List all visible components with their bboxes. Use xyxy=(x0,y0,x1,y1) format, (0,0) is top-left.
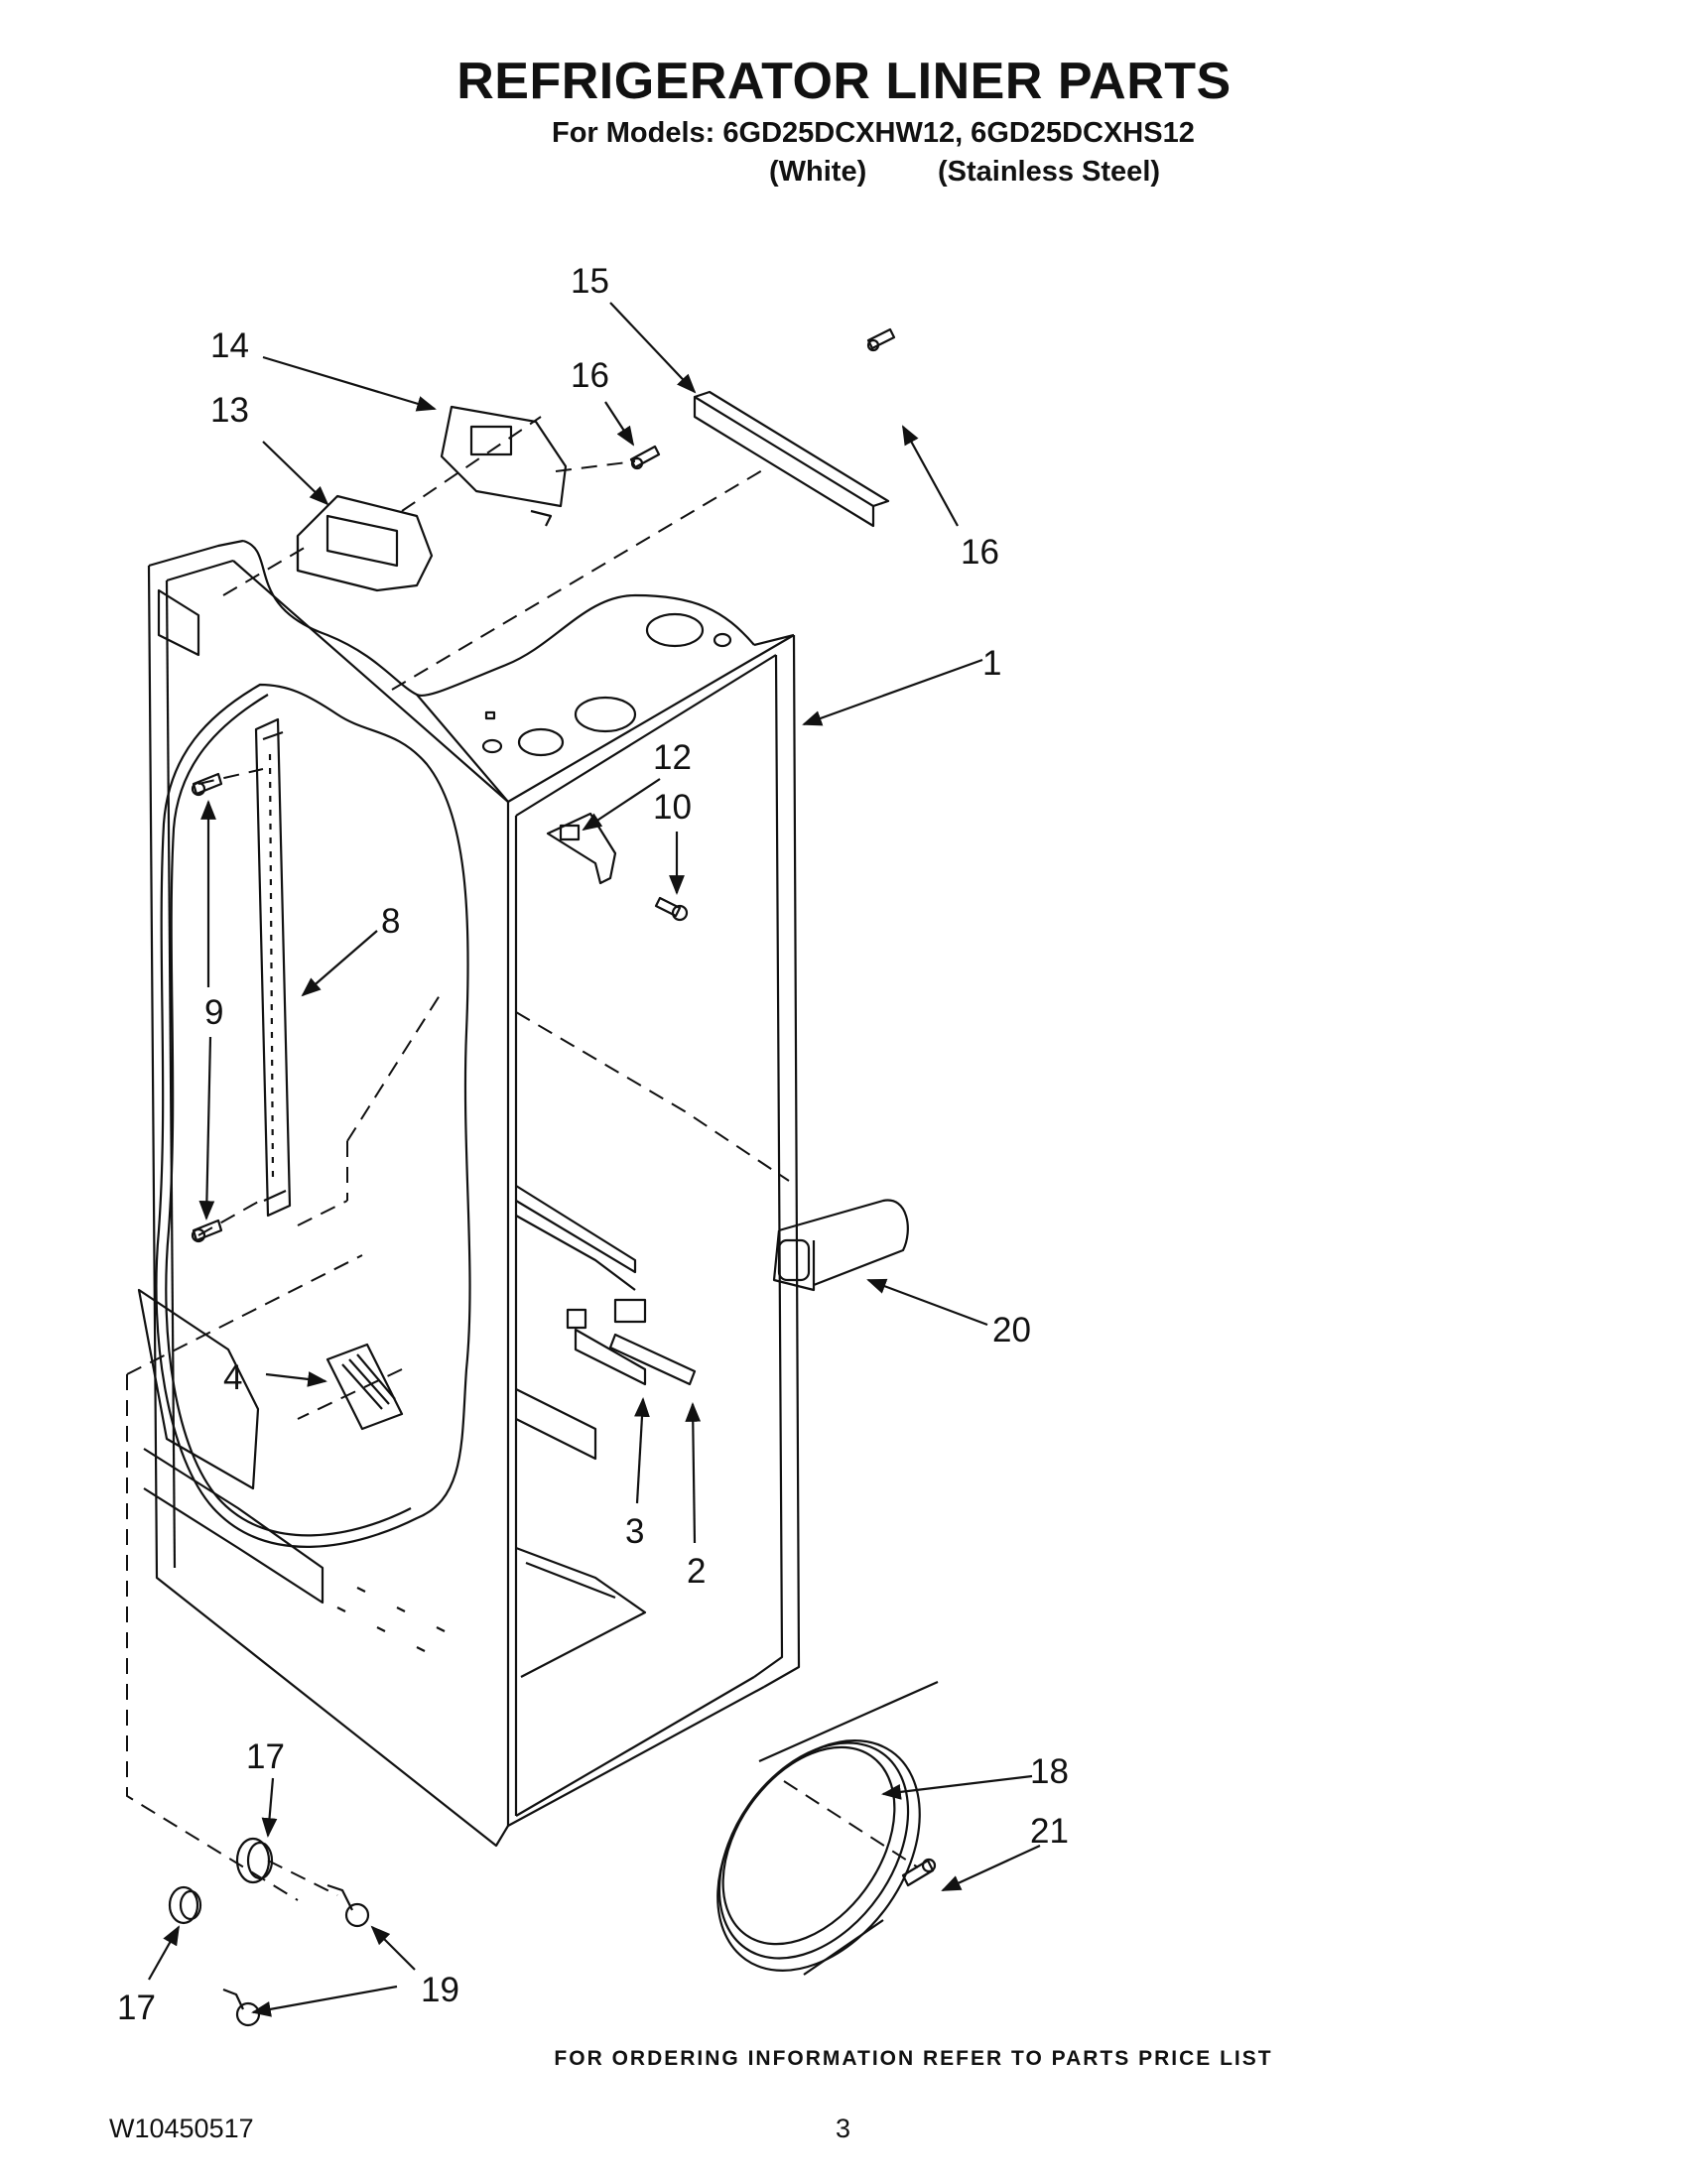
screw-part-16-b xyxy=(866,327,896,352)
page-number: 3 xyxy=(836,2114,851,2143)
callout-labels: 1 2 3 4 8 9 10 12 13 14 15 16 16 17 17 1… xyxy=(117,262,1069,2027)
callout-15: 15 xyxy=(571,262,609,301)
ordering-note: FOR ORDERING INFORMATION REFER TO PARTS … xyxy=(554,2047,1273,2070)
top-rail-part-15 xyxy=(693,390,890,528)
pushpin-part-19-b xyxy=(222,1988,261,2027)
plug-part-17-b xyxy=(168,1885,202,1925)
alignment-lines xyxy=(126,416,919,1901)
label-part-2 xyxy=(608,1298,697,1386)
housing-part-20 xyxy=(772,1199,909,1292)
models-line: For Models: 6GD25DCXHW12, 6GD25DCXHS12 xyxy=(552,117,1195,149)
variant-white-label: (White) xyxy=(769,156,867,188)
coil-part-18 xyxy=(716,1680,939,1976)
bracket-part-12 xyxy=(546,812,617,885)
screw-part-16-a xyxy=(629,445,661,470)
vertical-rail-part-8 xyxy=(254,717,292,1218)
callout-8: 8 xyxy=(381,902,400,941)
callout-16-a: 16 xyxy=(571,356,609,395)
screw-part-10 xyxy=(654,896,689,922)
screw-part-21 xyxy=(901,1858,937,1887)
callout-10: 10 xyxy=(653,788,692,827)
callout-1: 1 xyxy=(982,644,1001,683)
callout-12: 12 xyxy=(653,738,692,777)
callout-2: 2 xyxy=(687,1552,706,1591)
callout-4: 4 xyxy=(223,1358,242,1397)
callout-9: 9 xyxy=(204,993,223,1032)
callout-21: 21 xyxy=(1030,1812,1069,1851)
screw-part-9-top xyxy=(191,772,223,797)
liner-cabinet xyxy=(137,539,801,1848)
callout-17-a: 17 xyxy=(246,1737,285,1776)
plug-part-17-a xyxy=(235,1837,274,1884)
callout-14: 14 xyxy=(210,326,249,365)
document-number: W10450517 xyxy=(109,2114,254,2143)
callout-18: 18 xyxy=(1030,1752,1069,1791)
label-part-3 xyxy=(566,1308,647,1386)
pushpin-part-19-a xyxy=(326,1883,370,1928)
callout-17-b: 17 xyxy=(117,1989,156,2027)
vent-cover-part-4 xyxy=(325,1343,404,1431)
control-housing-part-13 xyxy=(296,494,434,592)
bracket-part-14 xyxy=(440,405,568,527)
callout-19: 19 xyxy=(421,1971,459,2009)
callout-20: 20 xyxy=(992,1311,1031,1349)
screw-part-9-bottom xyxy=(191,1219,223,1243)
callout-3: 3 xyxy=(625,1512,644,1551)
callout-13: 13 xyxy=(210,391,249,430)
variant-stainless-label: (Stainless Steel) xyxy=(938,156,1161,188)
callout-16-b: 16 xyxy=(961,533,999,572)
leader-arrows xyxy=(148,302,1041,2017)
page-title: REFRIGERATOR LINER PARTS xyxy=(456,53,1232,110)
